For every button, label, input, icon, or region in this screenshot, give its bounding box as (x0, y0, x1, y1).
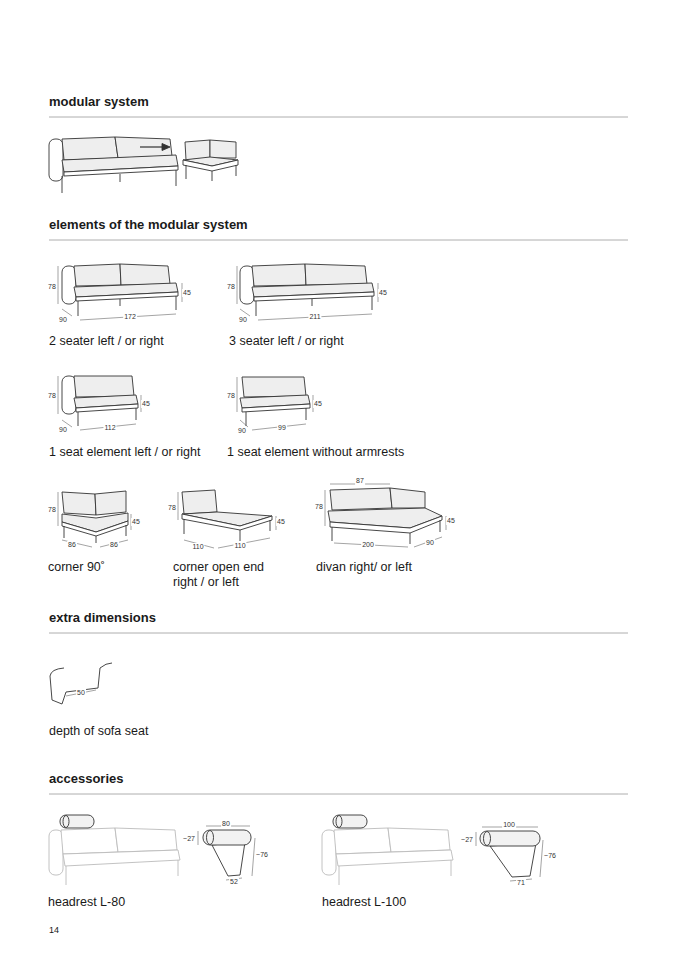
dimension-value: 87 (355, 477, 365, 485)
dimension-value: 112 (103, 424, 116, 432)
dimension-value: 99 (277, 424, 287, 432)
dimension-value: 90 (58, 426, 68, 434)
dimension-value: 211 (308, 313, 321, 321)
section-rules (49, 117, 628, 794)
dimension-value: 45 (131, 518, 141, 526)
dimension-value: 90 (425, 539, 435, 547)
dimension-value: 45 (182, 289, 192, 297)
dimension-value: 200 (361, 541, 375, 549)
dimension-value: ~76 (255, 851, 269, 859)
dimension-value: 78 (226, 283, 236, 291)
corner-drawing (58, 491, 131, 547)
dimension-value: 45 (276, 518, 286, 526)
dimension-value: 45 (446, 517, 456, 525)
one-seat-drawing (58, 376, 141, 430)
dimension-value: 100 (502, 821, 516, 829)
dimension-value: ~76 (543, 852, 557, 860)
section-heading: elements of the modular system (49, 217, 248, 233)
page-number: 14 (49, 925, 59, 936)
dimension-value: 78 (314, 503, 324, 511)
dimension-value: 90 (58, 316, 68, 324)
caption: corner open end right / or left (173, 560, 285, 590)
dimension-value: 45 (141, 400, 151, 408)
dimension-value: 78 (226, 392, 236, 400)
dimension-value: 45 (313, 400, 323, 408)
dimension-value: 78 (47, 392, 57, 400)
caption: headrest L-100 (322, 895, 406, 910)
caption: headrest L-80 (48, 895, 125, 910)
section-heading: extra dimensions (49, 610, 156, 626)
dimension-value: 90 (237, 427, 247, 435)
dimension-value: 78 (47, 506, 57, 514)
dimension-value: 172 (123, 313, 137, 321)
armless-seat-drawing (237, 377, 313, 430)
dimension-value: 110 (191, 543, 204, 551)
dimension-value: 45 (378, 289, 388, 297)
dimension-value: 78 (167, 504, 177, 512)
dimension-value: 52 (229, 878, 239, 886)
dimension-value: 78 (47, 283, 57, 291)
caption: corner 90˚ (48, 560, 105, 575)
modular-sofa-drawing (49, 137, 238, 193)
caption: divan right/ or left (316, 560, 412, 575)
sofa-ghost-drawing (49, 828, 453, 885)
seat-depth-drawing (50, 663, 112, 704)
dimension-value: 80 (221, 820, 231, 828)
caption: 3 seater left / or right (229, 334, 344, 349)
two-seater-drawing (58, 264, 182, 320)
caption: depth of sofa seat (49, 724, 148, 739)
dimension-value: 50 (76, 689, 86, 697)
dimension-value: 71 (516, 879, 526, 887)
section-heading: modular system (49, 94, 149, 110)
headrest-drawing (60, 815, 543, 881)
divan-drawing (325, 484, 446, 547)
dimension-value: ~27 (460, 836, 474, 844)
dimension-value: 90 (238, 316, 248, 324)
section-heading: accessories (49, 771, 123, 787)
corner-open-end-drawing (178, 490, 276, 548)
dimension-value: 86 (109, 541, 119, 549)
dimension-value: 86 (67, 541, 77, 549)
caption: 1 seat element left / or right (49, 445, 200, 460)
caption: 1 seat element without armrests (227, 445, 404, 460)
three-seater-drawing (237, 264, 378, 320)
dimension-value: ~27 (182, 835, 196, 843)
dimension-value: 110 (233, 542, 246, 550)
caption: 2 seater left / or right (49, 334, 164, 349)
